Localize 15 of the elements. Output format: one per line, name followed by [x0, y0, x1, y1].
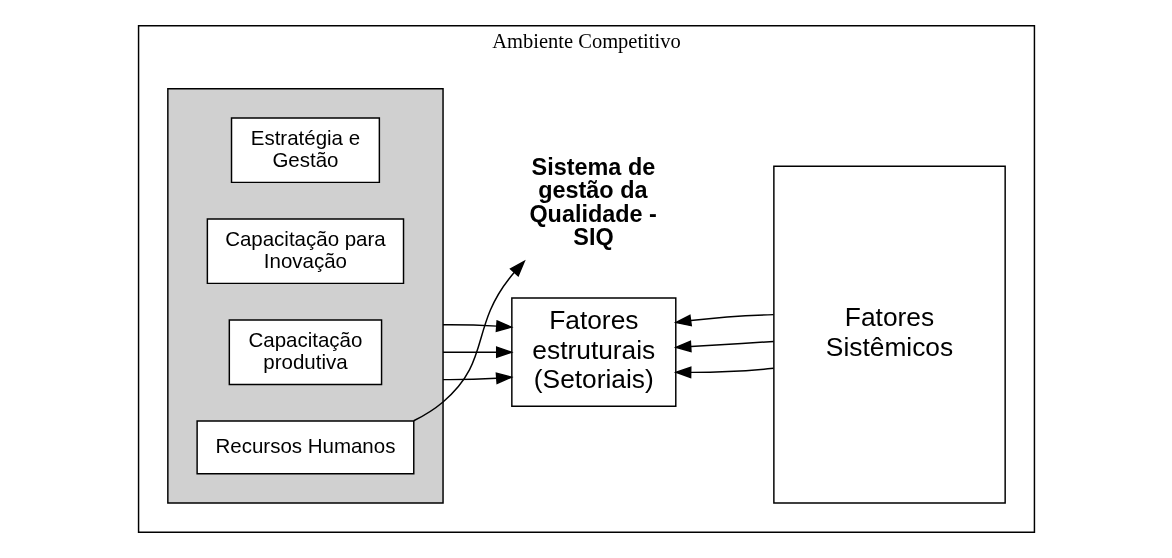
node-text: Sistema de gestão da Qualidade - SIQ [528, 153, 657, 251]
arrow [441, 319, 514, 333]
node-box: Capacitação para Inovação [206, 218, 404, 285]
node-box: Capacitação produtiva [228, 319, 382, 386]
arrow [441, 372, 514, 385]
arrow [412, 259, 526, 422]
arrow [673, 366, 774, 379]
node-box: Recursos Humanos [195, 420, 414, 475]
arrow [673, 313, 774, 327]
node-box: Estratégia e Gestão [230, 117, 380, 184]
node-box: Fatores Sistêmicos [772, 165, 1006, 504]
node-box: Fatores estruturais (Setoriais) [510, 297, 676, 408]
cluster [166, 87, 444, 504]
arrow [673, 340, 774, 353]
arrow [441, 346, 514, 359]
